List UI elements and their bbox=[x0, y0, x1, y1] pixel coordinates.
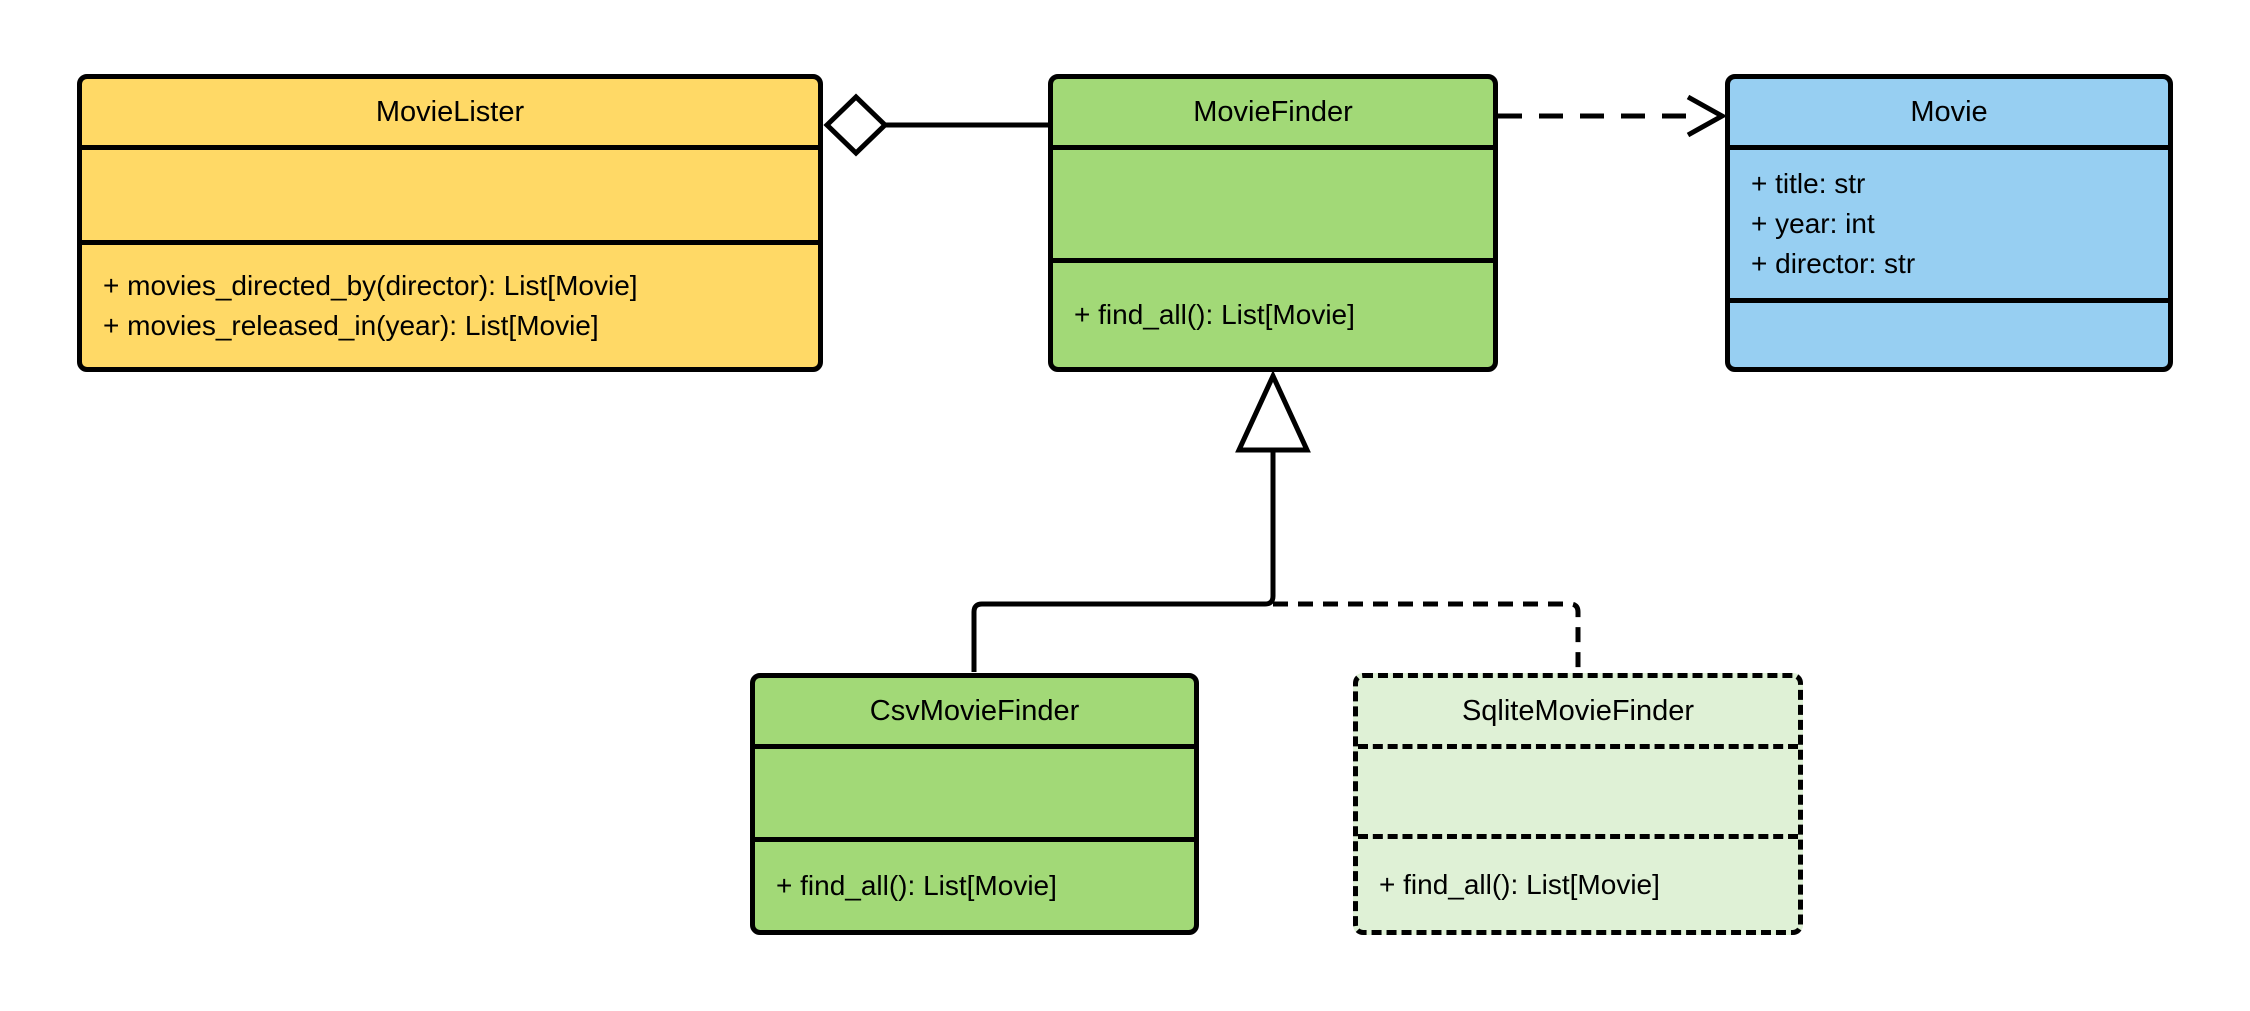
inheritance-dashed-branch bbox=[1273, 601, 1581, 672]
class-movielister-title: MovieLister bbox=[82, 79, 818, 150]
inheritance-stem-and-solid-branch bbox=[971, 450, 1276, 672]
method-line: + find_all(): List[Movie] bbox=[776, 870, 1057, 901]
method-line: + find_all(): List[Movie] bbox=[1379, 868, 1660, 900]
class-movie: Movie + title: str + year: int + directo… bbox=[1725, 74, 2173, 372]
class-movielister-attributes bbox=[82, 150, 818, 245]
class-movie-attributes: + title: str + year: int + director: str bbox=[1730, 150, 2168, 303]
attribute-line: + director: str bbox=[1751, 248, 1916, 279]
class-moviefinder: MovieFinder + find_all(): List[Movie] bbox=[1048, 74, 1498, 372]
class-movielister-methods: + movies_directed_by(director): List[Mov… bbox=[82, 245, 818, 367]
attribute-line: + title: str bbox=[1751, 168, 1866, 199]
dependency-connector bbox=[1498, 94, 1728, 138]
method-line: + find_all(): List[Movie] bbox=[1074, 299, 1355, 330]
aggregation-connector bbox=[823, 93, 1050, 157]
generalization-connector bbox=[971, 370, 1581, 672]
class-sqlitemoviefinder-title: SqliteMovieFinder bbox=[1358, 678, 1798, 749]
method-line: + movies_released_in(year): List[Movie] bbox=[103, 310, 599, 341]
class-csvmoviefinder: CsvMovieFinder + find_all(): List[Movie] bbox=[750, 673, 1199, 935]
aggregation-diamond-icon bbox=[823, 93, 889, 157]
class-movie-methods bbox=[1730, 303, 2168, 367]
class-sqlitemoviefinder-methods: + find_all(): List[Movie] bbox=[1358, 839, 1798, 930]
class-moviefinder-methods: + find_all(): List[Movie] bbox=[1053, 263, 1493, 367]
class-csvmoviefinder-methods: + find_all(): List[Movie] bbox=[755, 842, 1194, 930]
method-line: + movies_directed_by(director): List[Mov… bbox=[103, 270, 638, 301]
class-sqlitemoviefinder-attributes bbox=[1358, 749, 1798, 839]
class-movielister: MovieLister + movies_directed_by(directo… bbox=[77, 74, 823, 372]
class-moviefinder-attributes bbox=[1053, 150, 1493, 263]
class-csvmoviefinder-attributes bbox=[755, 749, 1194, 842]
dependency-open-arrowhead-icon bbox=[1686, 94, 1728, 138]
class-sqlitemoviefinder: SqliteMovieFinder + find_all(): List[Mov… bbox=[1353, 673, 1803, 935]
class-csvmoviefinder-title: CsvMovieFinder bbox=[755, 678, 1194, 749]
class-moviefinder-title: MovieFinder bbox=[1053, 79, 1493, 150]
class-movie-title: Movie bbox=[1730, 79, 2168, 150]
attribute-line: + year: int bbox=[1751, 208, 1875, 239]
inheritance-triangle-icon bbox=[1235, 370, 1311, 453]
